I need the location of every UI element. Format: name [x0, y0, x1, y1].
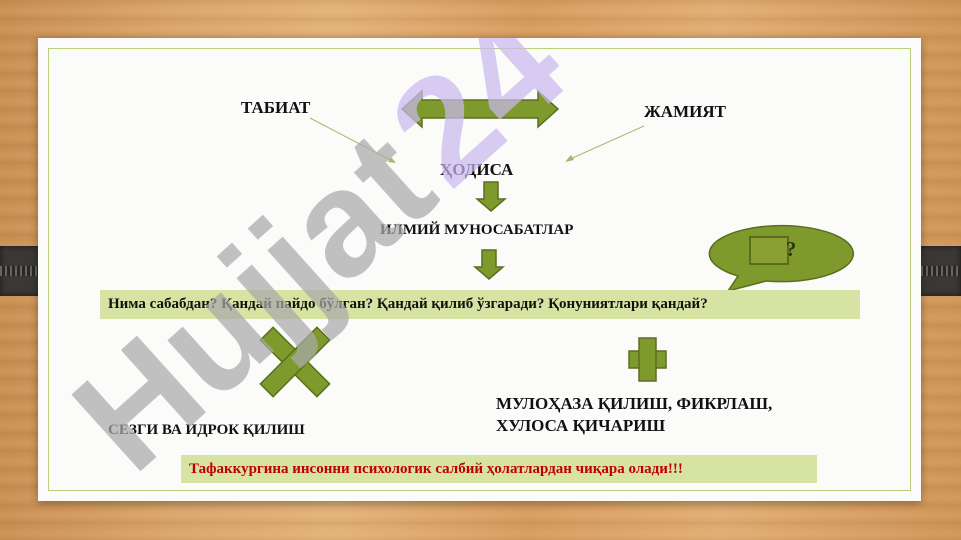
cross-icon	[259, 326, 331, 398]
connector-jamiyat	[567, 125, 645, 161]
node-ilmiy-munosabatlar: ИЛМИЙ МУНОСАБАТЛАР	[380, 222, 574, 238]
connector-tabiat-head	[388, 157, 396, 163]
node-sezgi: СЕЗГИ ВА ИДРОК ҚИЛИШ	[108, 422, 305, 438]
conclusion-band: Тафаккургина инсонни психологик салбий ҳ…	[181, 455, 817, 483]
plus-icon	[628, 337, 667, 382]
down-arrow-icon	[472, 249, 506, 280]
connector-tabiat	[309, 117, 395, 163]
question-mark-glyph: ?	[785, 237, 797, 261]
connector-jamiyat-head	[565, 155, 574, 162]
down-arrow-icon	[474, 181, 508, 212]
node-jamiyat: ЖАМИЯТ	[644, 102, 726, 121]
diagram-shapes	[259, 89, 855, 398]
node-mulohaza-line2: ХУЛОСА ҚИЧАРИШ	[496, 416, 666, 435]
slide-border	[48, 48, 911, 491]
node-mulohaza-line1: МУЛОҲАЗА ҚИЛИШ, ФИКРЛАШ,	[496, 394, 773, 413]
node-tabiat: ТАБИАТ	[241, 98, 311, 117]
speech-bubble-icon	[708, 224, 855, 293]
node-hodisa: ҲОДИСА	[440, 160, 514, 179]
slide: ? ТАБИАТ ЖАМИЯТ ҲОДИСА ИЛМИЙ МУНОСАБАТЛА…	[38, 38, 921, 501]
double-arrow-icon	[400, 89, 560, 129]
questions-band: Нима сабабдан? Қандай пайдо бўлган? Қанд…	[100, 290, 860, 319]
